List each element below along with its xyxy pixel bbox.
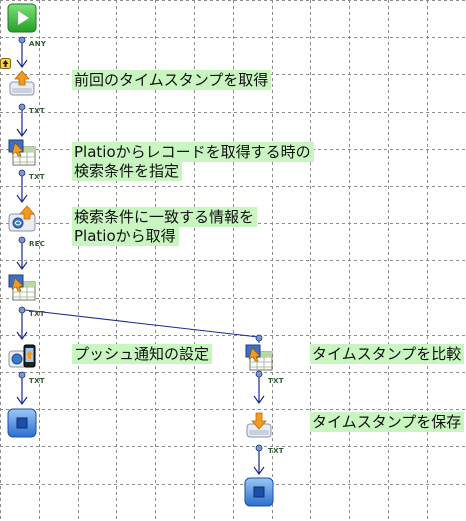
port-type-label: TXT bbox=[268, 377, 284, 385]
get-timestamp-node[interactable] bbox=[7, 68, 37, 98]
label-search-condition-line2[interactable]: 検索条件を指定 bbox=[72, 161, 183, 181]
search-condition-node[interactable] bbox=[7, 137, 37, 167]
label-push-setting[interactable]: プッシュ通知の設定 bbox=[72, 344, 213, 364]
upload-tray-icon bbox=[9, 70, 35, 96]
end-node-2[interactable] bbox=[244, 477, 274, 507]
download-tray-icon bbox=[246, 412, 272, 438]
trigger-badge-icon bbox=[0, 58, 11, 69]
label-compare-timestamp[interactable]: タイムスタンプを比較 bbox=[310, 344, 465, 364]
stop-icon bbox=[7, 408, 37, 438]
mobile-push-icon bbox=[8, 344, 36, 368]
port-type-label: ANY bbox=[29, 40, 47, 48]
network-upload-icon bbox=[8, 205, 36, 232]
port-type-label: TXT bbox=[29, 107, 45, 115]
label-fetch-line1[interactable]: 検索条件に一致する情報を bbox=[72, 207, 258, 227]
port-type-label: TXT bbox=[29, 310, 45, 318]
table-node[interactable] bbox=[7, 272, 37, 302]
port-type-label: TXT bbox=[29, 173, 45, 181]
port-type-label: REC bbox=[29, 240, 46, 248]
stop-icon bbox=[244, 477, 274, 507]
save-timestamp-node[interactable] bbox=[244, 410, 274, 440]
table-edit-icon bbox=[8, 274, 36, 301]
end-node[interactable] bbox=[7, 408, 37, 438]
fetch-node[interactable] bbox=[7, 204, 37, 234]
play-icon bbox=[7, 3, 37, 33]
label-search-condition-line1[interactable]: Platioからレコードを取得する時の bbox=[72, 142, 314, 162]
push-setting-node[interactable] bbox=[7, 341, 37, 371]
port-type-label: TXT bbox=[29, 377, 45, 385]
label-get-timestamp[interactable]: 前回のタイムスタンプを取得 bbox=[72, 70, 272, 90]
table-edit-icon bbox=[8, 139, 36, 166]
compare-timestamp-node[interactable] bbox=[244, 342, 274, 372]
table-edit-icon bbox=[245, 344, 273, 371]
start-node[interactable] bbox=[7, 3, 37, 33]
label-save-timestamp[interactable]: タイムスタンプを保存 bbox=[310, 412, 465, 432]
label-fetch-line2[interactable]: Platioから取得 bbox=[72, 226, 179, 246]
port-type-label: TXT bbox=[268, 447, 284, 455]
